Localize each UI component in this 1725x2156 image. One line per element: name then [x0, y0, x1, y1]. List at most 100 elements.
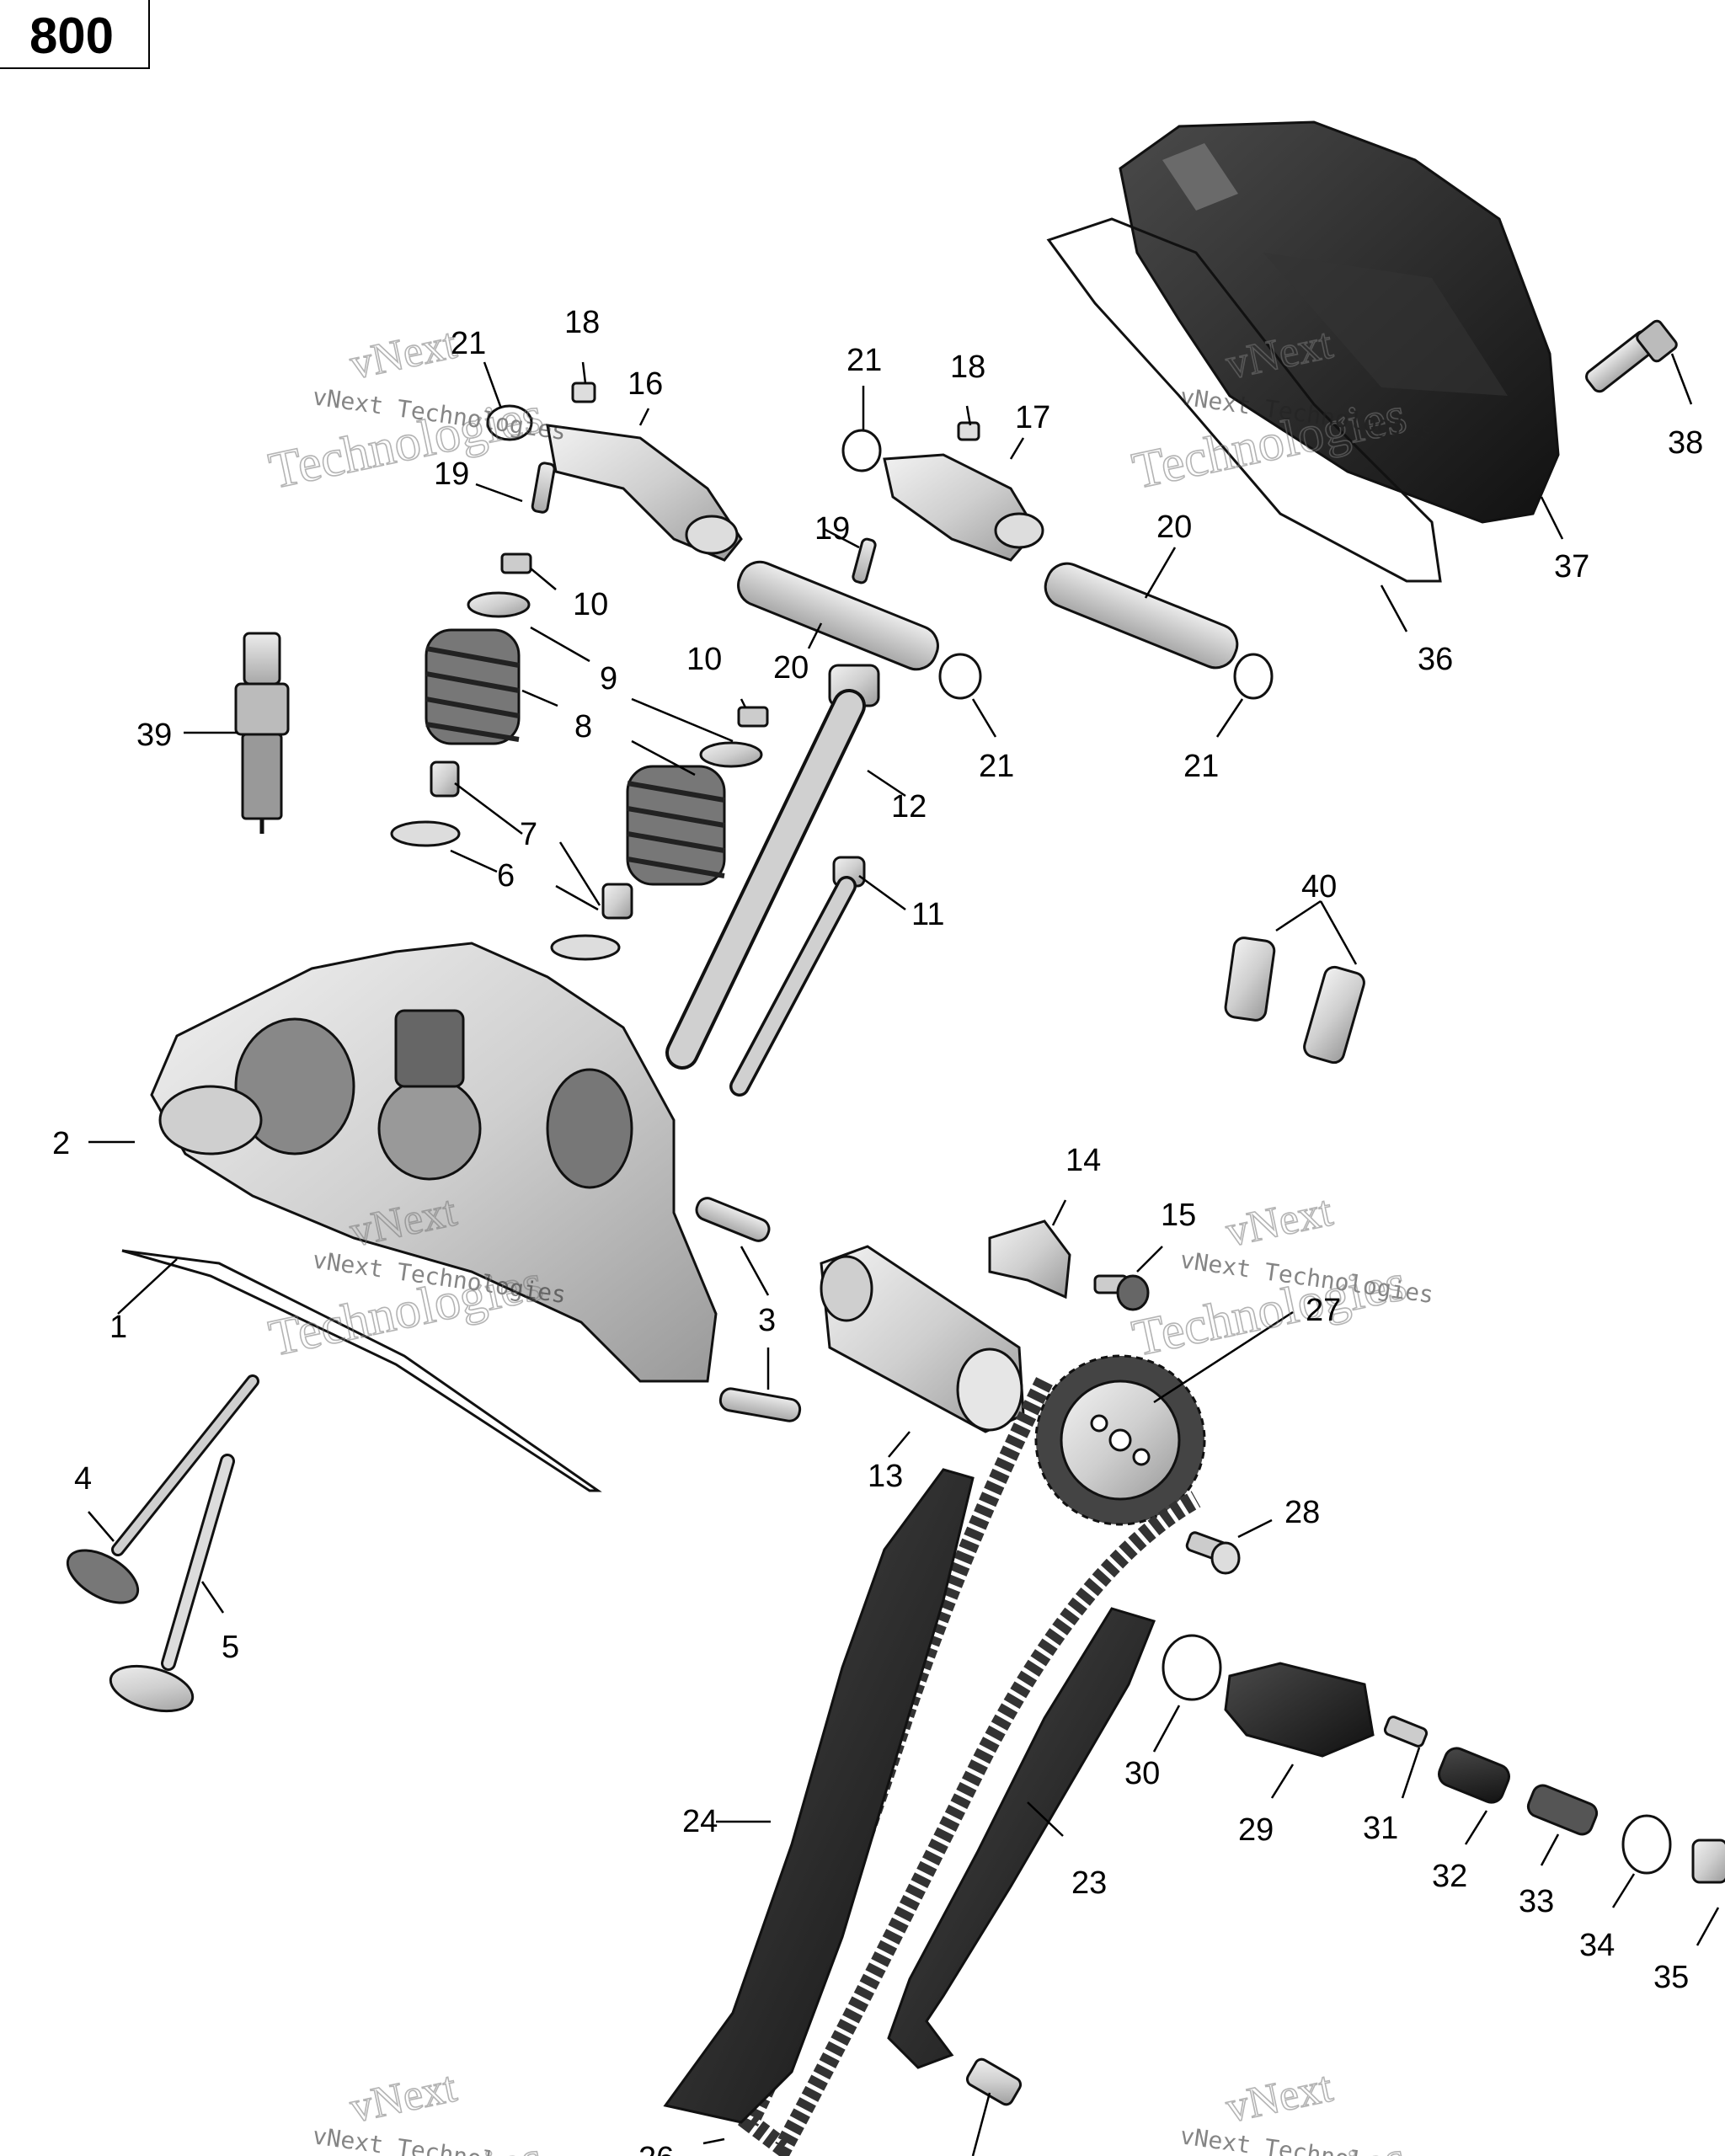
o-ring-21a — [486, 404, 533, 441]
pin-19a — [531, 462, 556, 514]
callout-34: 34 — [1579, 1928, 1615, 1963]
page-number-box: 800 — [0, 0, 150, 69]
callout-26: 26 — [638, 2141, 674, 2156]
timing-chain — [738, 1377, 1201, 2156]
tensioner-spring — [1526, 1784, 1599, 1836]
callout-1: 1 — [109, 1310, 127, 1345]
callout-12: 12 — [891, 789, 927, 825]
tensioner-plug — [1691, 1838, 1725, 1884]
callout-33: 33 — [1519, 1884, 1554, 1919]
spring-washer-a — [390, 820, 461, 847]
pin-19b — [852, 537, 877, 584]
stud-3a — [695, 1197, 771, 1242]
callout-30: 30 — [1124, 1756, 1160, 1791]
o-ring-21b — [841, 429, 882, 472]
callout-21a: 21 — [451, 326, 486, 361]
spark-plug — [234, 632, 290, 834]
callout-13: 13 — [868, 1459, 903, 1494]
rocker-shaft-left — [737, 560, 939, 671]
page-number: 800 — [29, 8, 115, 64]
o-ring-21d — [1233, 653, 1274, 700]
rocker-shaft-right — [1044, 562, 1239, 670]
spring-retainer-a — [467, 591, 531, 618]
callout-29: 29 — [1238, 1812, 1274, 1848]
svg-text:vNext: vNext — [346, 319, 462, 388]
callout-10b: 10 — [686, 642, 722, 677]
stud-3b — [718, 1387, 802, 1422]
svg-text:vNext: vNext — [1222, 1187, 1338, 1256]
callout-27: 27 — [1306, 1293, 1341, 1328]
valve-spring-b — [626, 765, 726, 886]
callout-31: 31 — [1363, 1811, 1398, 1846]
camshaft — [820, 1245, 1025, 1433]
callout-36: 36 — [1418, 642, 1453, 677]
tensioner-cylinder — [1438, 1747, 1510, 1804]
callout-28: 28 — [1284, 1495, 1320, 1530]
valve-spring-a — [425, 628, 521, 745]
callout-18b: 18 — [950, 350, 985, 385]
callout-23: 23 — [1071, 1865, 1107, 1901]
valve-seal-b — [601, 883, 633, 920]
callout-17: 17 — [1015, 400, 1050, 435]
head-bolt-short — [729, 856, 866, 1097]
watermark-top-left: vNext Technologies vNext Technologies — [264, 319, 568, 501]
part-18a — [571, 382, 596, 403]
watermark-bottom-left: vNext Technologies vNext Technologies — [264, 2063, 568, 2156]
rocker-arm-right — [883, 453, 1044, 562]
valve-cover-gasket — [1046, 217, 1442, 583]
callout-14: 14 — [1065, 1143, 1101, 1178]
cover-bolt — [1585, 319, 1678, 393]
callout-6: 6 — [497, 858, 515, 894]
head-gasket — [121, 1249, 602, 1492]
callout-9: 9 — [600, 661, 617, 696]
callout-labels: 1 2 3 4 5 6 7 8 9 10 10 11 12 13 14 15 1… — [52, 305, 1703, 2156]
callout-20a: 20 — [773, 650, 809, 686]
tensioner-plunger — [1383, 1716, 1429, 1748]
svg-text:vNext: vNext — [1222, 2063, 1338, 2132]
tensioner-housing — [1224, 1662, 1375, 1758]
o-ring-34 — [1621, 1814, 1672, 1875]
spring-retainer-b — [699, 741, 763, 768]
callout-35: 35 — [1653, 1960, 1689, 1995]
callout-2: 2 — [52, 1126, 70, 1161]
valve-seal-a — [430, 760, 460, 798]
callout-21d: 21 — [1183, 749, 1219, 784]
callout-7: 7 — [520, 817, 537, 852]
o-ring-21c — [938, 653, 982, 700]
callout-20b: 20 — [1156, 510, 1192, 545]
valve-cover — [1119, 120, 1560, 524]
spring-washer-b — [550, 934, 621, 961]
dowel-pin-40b — [1303, 965, 1365, 1065]
callout-21b: 21 — [846, 343, 882, 378]
svg-text:vNext: vNext — [346, 2063, 462, 2132]
rocker-arm-left — [546, 424, 743, 562]
callout-3: 3 — [758, 1303, 776, 1338]
cylinder-head — [150, 942, 718, 1383]
guide-bolt — [965, 2057, 1023, 2106]
valve-keeper-a — [500, 552, 532, 574]
callout-40: 40 — [1301, 869, 1337, 905]
head-bolt-long — [665, 664, 880, 1070]
callout-37: 37 — [1554, 549, 1589, 584]
watermark-bottom-right: vNext Technologies vNext Technologies — [1127, 2063, 1435, 2156]
callout-10a: 10 — [573, 587, 608, 622]
callout-11: 11 — [911, 897, 944, 932]
callout-24: 24 — [682, 1804, 718, 1839]
bracket-bolt — [1093, 1274, 1150, 1311]
valve-keeper-b — [737, 706, 769, 728]
callout-32: 32 — [1432, 1859, 1467, 1894]
callout-19a: 19 — [434, 456, 469, 492]
cam-sprocket — [1034, 1354, 1206, 1526]
callout-15: 15 — [1161, 1198, 1196, 1233]
sprocket-bolt — [1185, 1531, 1241, 1575]
callout-38: 38 — [1668, 425, 1703, 461]
chain-guide — [663, 1468, 975, 2124]
part-18b — [957, 421, 980, 441]
callout-4: 4 — [74, 1461, 92, 1497]
callout-39: 39 — [136, 718, 172, 753]
callout-8: 8 — [574, 709, 592, 744]
callout-19b: 19 — [814, 511, 850, 547]
o-ring-30 — [1162, 1634, 1222, 1701]
callout-18a: 18 — [564, 305, 600, 340]
